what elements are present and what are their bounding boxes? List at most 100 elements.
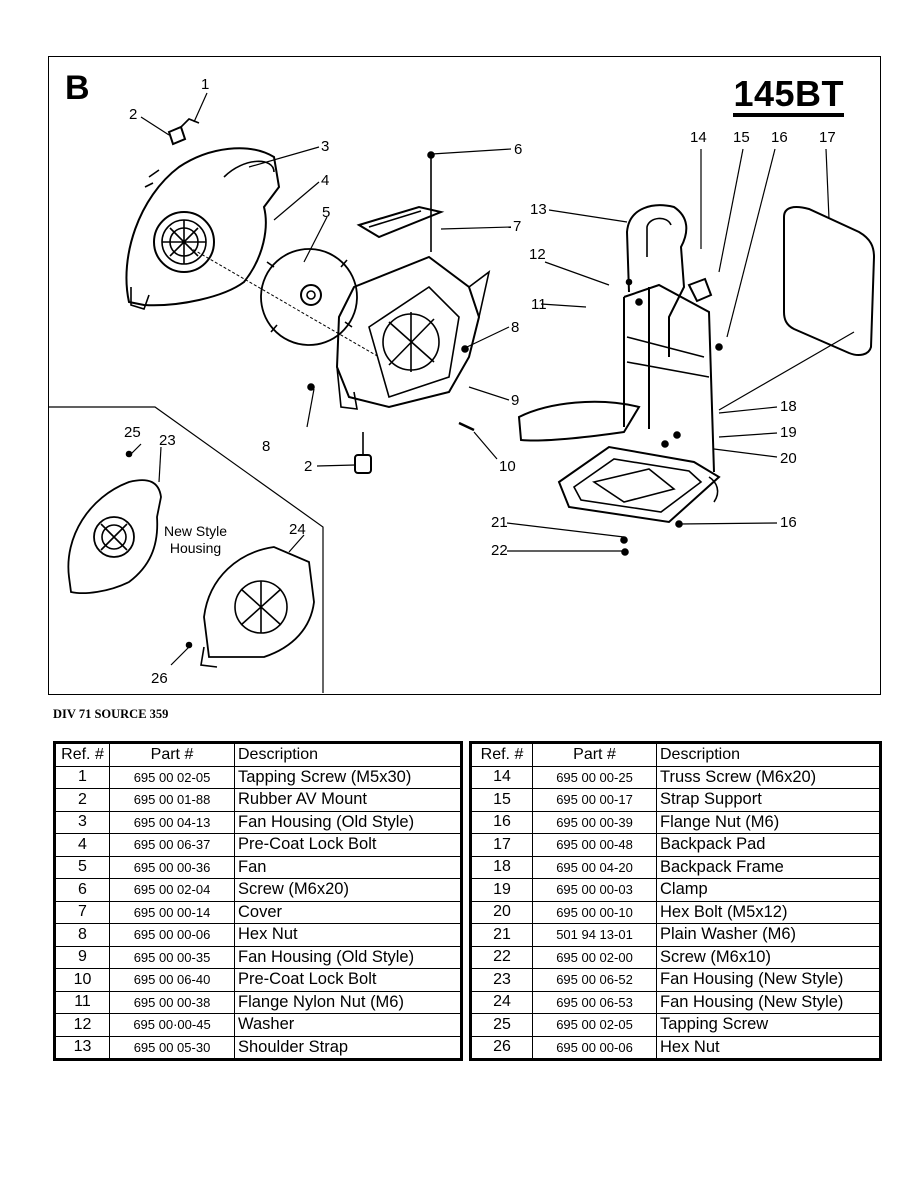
- callout-label: 5: [322, 204, 331, 221]
- callout-label: 23: [159, 432, 176, 449]
- part-number-cell: 695 00 04-20: [532, 855, 657, 879]
- part-description-cell: Fan Housing (Old Style): [234, 810, 462, 834]
- part-description-cell: Cover: [234, 900, 462, 924]
- shoulder-strap-part: [517, 204, 688, 442]
- part-description-cell: Hex Bolt (M5x12): [656, 900, 881, 924]
- part-ref-cell: 14: [470, 765, 533, 789]
- part-ref-cell: 7: [54, 900, 110, 924]
- callout-label: 18: [780, 398, 797, 415]
- model-number-title: 145BT: [733, 75, 844, 117]
- callout-label: 15: [733, 129, 750, 146]
- part-description-cell: Flange Nylon Nut (M6): [234, 990, 462, 1014]
- header-part: Part #: [109, 742, 235, 767]
- inset-caption-line: New Style: [164, 523, 228, 539]
- part-description-cell: Fan Housing (New Style): [656, 990, 881, 1014]
- part-description-cell: Fan Housing (Old Style): [234, 945, 462, 969]
- callout-label: 14: [690, 129, 707, 146]
- inset-divider: [49, 406, 324, 693]
- strap-support-part: [687, 277, 713, 303]
- part-description-cell: Clamp: [656, 878, 881, 902]
- callout-label: 19: [780, 424, 797, 441]
- part-ref-cell: 1: [54, 765, 110, 789]
- part-number-cell: 695 00 06-52: [532, 968, 657, 992]
- part-number-cell: 695 00 06-40: [109, 968, 235, 992]
- part-description-cell: Backpack Frame: [656, 855, 881, 879]
- header-ref: Ref. #: [470, 742, 533, 767]
- rubber-mount-bottom: [354, 454, 372, 474]
- part-number-cell: 695 00 05-30: [109, 1035, 235, 1060]
- part-ref-cell: 11: [54, 990, 110, 1014]
- callout-label: 12: [529, 246, 546, 263]
- part-ref-cell: 10: [54, 968, 110, 992]
- part-description-cell: Washer: [234, 1013, 462, 1037]
- part-ref-cell: 26: [470, 1035, 533, 1060]
- inset-caption: New Style Housing: [164, 523, 227, 557]
- backpack-frame-part: [557, 283, 721, 524]
- part-ref-cell: 25: [470, 1013, 533, 1037]
- new-fan-housing-23-part: [67, 479, 162, 595]
- callout-label: 17: [819, 129, 836, 146]
- part-description-cell: Screw (M6x10): [656, 945, 881, 969]
- part-number-cell: 695 00 00-06: [532, 1035, 657, 1060]
- callout-label: 24: [289, 521, 306, 538]
- part-ref-cell: 17: [470, 833, 533, 857]
- callout-label: 13: [530, 201, 547, 218]
- part-description-cell: Flange Nut (M6): [656, 810, 881, 834]
- part-number-cell: 695 00 02-04: [109, 878, 235, 902]
- part-description-cell: Fan Housing (New Style): [656, 968, 881, 992]
- part-number-cell: 695 00 02-05: [532, 1013, 657, 1037]
- part-number-cell: 695 00 00-38: [109, 990, 235, 1014]
- callout-label: 22: [491, 542, 508, 559]
- part-number-cell: 695 00 04-13: [109, 810, 235, 834]
- part-number-cell: 501 94 13-01: [532, 923, 657, 947]
- part-ref-cell: 9: [54, 945, 110, 969]
- part-ref-cell: 24: [470, 990, 533, 1014]
- part-ref-cell: 3: [54, 810, 110, 834]
- part-description-cell: Backpack Pad: [656, 833, 881, 857]
- part-description-cell: Shoulder Strap: [234, 1035, 462, 1060]
- part-ref-cell: 2: [54, 788, 110, 812]
- part-description-cell: Hex Nut: [234, 923, 462, 947]
- part-number-cell: 695 00 00-35: [109, 945, 235, 969]
- part-number-cell: 695 00 02-00: [532, 945, 657, 969]
- rubber-mount-top: [167, 125, 187, 146]
- callout-label: 21: [491, 514, 508, 531]
- header-description: Description: [234, 742, 462, 767]
- part-number-cell: 695 00 00-36: [109, 855, 235, 879]
- part-ref-cell: 12: [54, 1013, 110, 1037]
- part-ref-cell: 16: [470, 810, 533, 834]
- part-number-cell: 695 00 00-39: [532, 810, 657, 834]
- callout-label: 9: [511, 392, 520, 409]
- part-description-cell: Screw (M6x20): [234, 878, 462, 902]
- callout-label: 2: [129, 106, 138, 123]
- part-description-cell: Strap Support: [656, 788, 881, 812]
- callout-label: 1: [201, 76, 210, 93]
- part-number-cell: 695 00 06-53: [532, 990, 657, 1014]
- callout-label: 25: [124, 424, 141, 441]
- callout-label: 4: [321, 172, 330, 189]
- callout-label: 16: [780, 514, 797, 531]
- cover-part: [356, 205, 445, 239]
- new-fan-housing-24-part: [200, 546, 315, 668]
- part-ref-cell: 20: [470, 900, 533, 924]
- part-description-cell: Pre-Coat Lock Bolt: [234, 968, 462, 992]
- inset-caption-line: Housing: [169, 540, 222, 556]
- part-number-cell: 695 00 00-06: [109, 923, 235, 947]
